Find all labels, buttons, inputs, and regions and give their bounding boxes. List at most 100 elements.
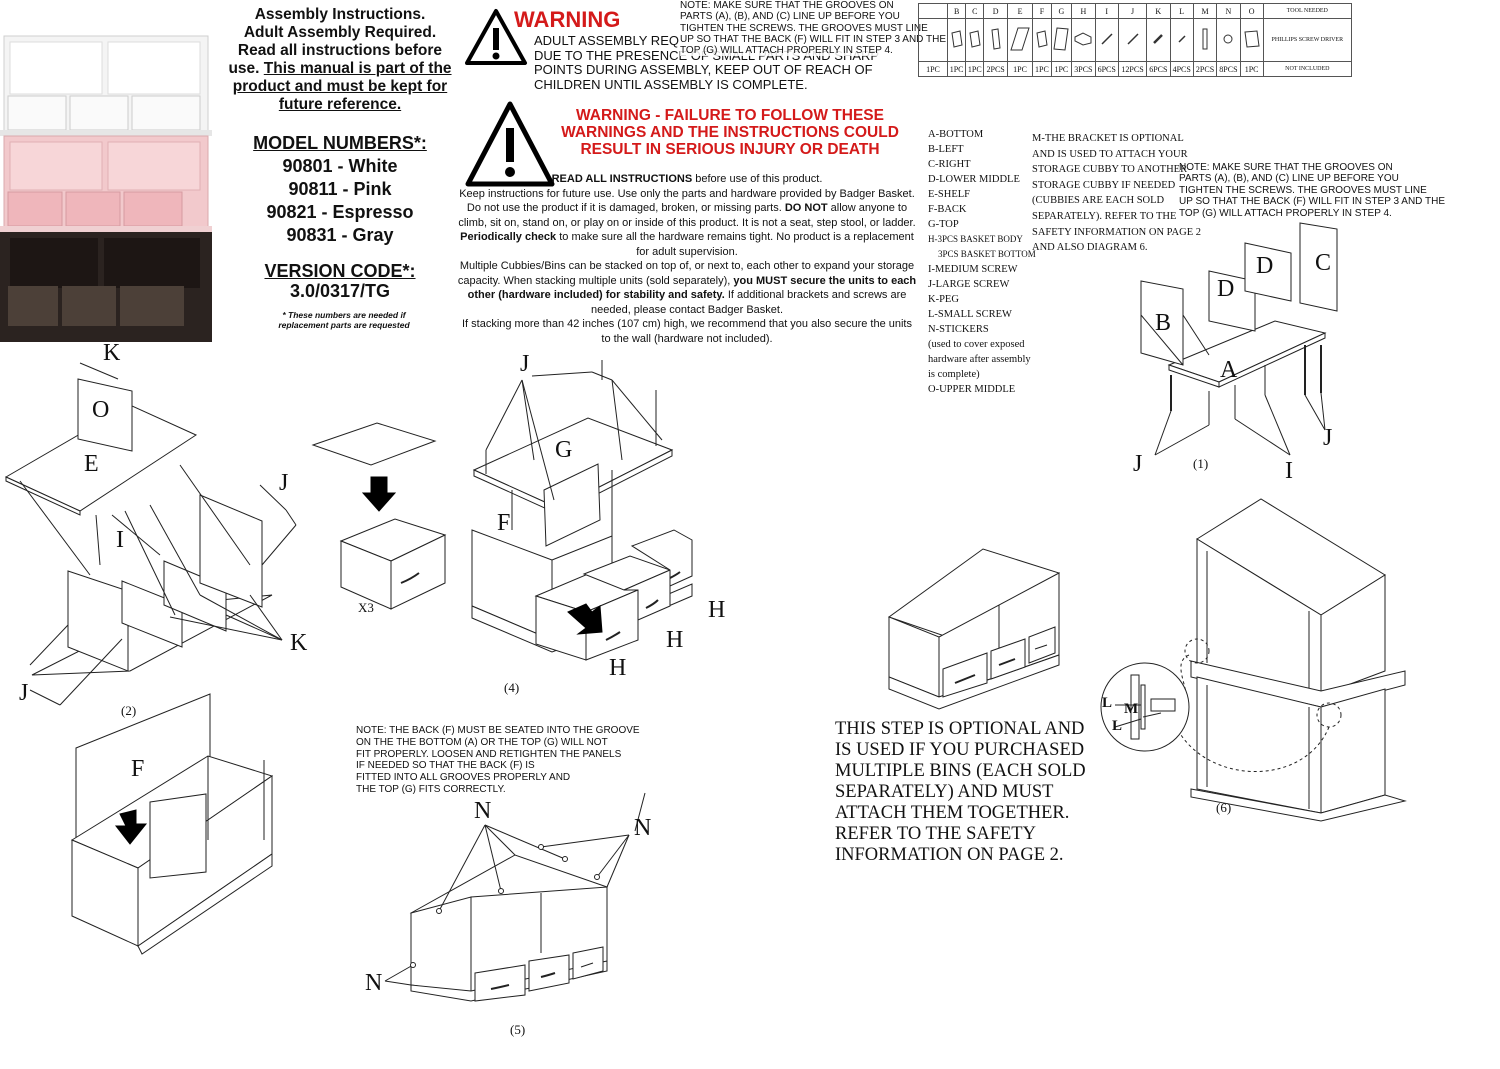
note-line: UP SO THAT THE BACK (F) WILL FIT IN STEP… [680, 33, 946, 45]
parts-list-item: A-BOTTOM [928, 129, 984, 140]
warning-line: POINTS DURING ASSEMBLY, KEEP OUT OF REAC… [534, 62, 873, 77]
parts-qty-row: 1PC 1PC 1PC 2PCS 1PC 1PC 1PC 3PCS 6PCS 1… [918, 61, 1353, 77]
safety-periodic: Periodically check [460, 231, 557, 243]
bracket-note-line: AND IS USED TO ATTACH YOUR [1032, 148, 1188, 160]
label-part-o: O [92, 397, 110, 423]
step-number: (5) [510, 1022, 526, 1037]
parts-letters-row: B C D E F G H I J K L M N O TOOL NEEDED [918, 3, 1353, 19]
note-grooves-right: NOTE: MAKE SURE THAT THE GROOVES ON PART… [1179, 162, 1449, 219]
warning-triangle-large-icon [464, 100, 556, 193]
model-block: MODEL NUMBERS*: 90801 - White 90811 - Pi… [216, 132, 464, 247]
safety-p4: Multiple Cubbies/Bins can be stacked on … [457, 260, 915, 287]
label-part-g: G [555, 437, 573, 463]
tool-label: PHILLIPS SCREW DRIVER [1262, 18, 1353, 62]
part-letter: B [946, 3, 967, 19]
safety-read-rest: before use of this product. [692, 173, 823, 185]
part-qty: 3PCS [1071, 61, 1096, 77]
parts-table: B C D E F G H I J K L M N O TOOL NEEDED [918, 3, 1353, 77]
model-number: 90811 - Pink [288, 179, 392, 199]
part-qty: 1PC [965, 61, 985, 77]
part-qty: 8PCS [1216, 61, 1241, 77]
arrow-down-icon [361, 476, 397, 512]
step-number: (1) [1193, 456, 1209, 471]
bracket-note-line: SEPARATELY). REFER TO THE [1032, 210, 1177, 222]
basket-icon [1071, 18, 1096, 62]
part-letter: O [1239, 3, 1264, 19]
part-letter: M [1192, 3, 1218, 19]
step-number: (2) [121, 703, 137, 718]
part-letter: I [1094, 3, 1119, 19]
note-line: PARTS (A), (B), AND (C) LINE UP BEFORE Y… [1179, 173, 1399, 185]
screw-icon [1094, 18, 1119, 62]
bracket-note-line: M-THE BRACKET IS OPTIONAL [1032, 133, 1184, 144]
label-part-j: J [279, 470, 289, 496]
parts-list-item: (used to cover exposed [928, 339, 1025, 350]
warning-failure-line: WARNINGS AND THE INSTRUCTIONS COULD [561, 124, 899, 141]
safety-must: you MUST secure the units to each other … [467, 274, 917, 302]
panel-icon [1006, 18, 1034, 62]
bracket-note-line: STORAGE CUBBY IF NEEDED [1032, 179, 1176, 191]
parts-list-item: O-UPPER MIDDLE [928, 384, 1016, 395]
safety-read: READ ALL INSTRUCTIONS [551, 173, 693, 185]
label-part-h: H [708, 597, 726, 623]
optional-step-line: SEPARATELY) AND MUST [835, 782, 1054, 802]
header-line: use. This manual is part of the [216, 60, 464, 78]
part-letter: K [1146, 3, 1171, 19]
part-letter: F [1032, 3, 1052, 19]
label-part-i: I [116, 527, 124, 553]
optional-step-text: THIS STEP IS OPTIONAL AND IS USED IF YOU… [835, 719, 1125, 866]
label-part-n: N [634, 815, 652, 841]
version-block: VERSION CODE*: 3.0/0317/TG [216, 261, 464, 301]
label-part-k: K [290, 630, 308, 656]
parts-list-item: L-SMALL SCREW [928, 309, 1012, 320]
label-part-k: K [103, 340, 121, 366]
header-line: Assembly Instructions. [254, 6, 426, 23]
bracket-icon [1192, 18, 1218, 62]
model-title: MODEL NUMBERS*: [253, 133, 427, 153]
header-line: product and must be kept for [232, 78, 448, 95]
part-qty: 12PCS [1117, 61, 1148, 77]
part-qty: 1PC [1006, 61, 1034, 77]
step5-diagram [384, 792, 646, 1002]
safety-p1: Keep instructions for future use. Use on… [459, 187, 915, 215]
panel-icon [1050, 18, 1073, 62]
parts-list-item: H-3PCS BASKET BODY [928, 234, 1023, 244]
version-code: 3.0/0317/TG [289, 281, 391, 301]
optional-step-line: MULTIPLE BINS (EACH SOLD [835, 761, 1086, 781]
part-qty: 2PCS [1192, 61, 1218, 77]
label-part-i: I [1285, 458, 1293, 484]
parts-list-item: N-STICKERS [928, 324, 989, 335]
part-qty: 1PC [946, 61, 967, 77]
note-line: NOTE: MAKE SURE THAT THE GROOVES ON [680, 0, 894, 11]
part-letter: C [965, 3, 985, 19]
step3-diagram [70, 693, 274, 955]
optional-step-line: IS USED IF YOU PURCHASED [835, 740, 1085, 760]
header-line: Read all instructions before [237, 42, 443, 59]
step-number: (6) [1216, 800, 1232, 815]
screw-icon [1117, 18, 1148, 62]
part-letter: G [1050, 3, 1073, 19]
part-letter: L [1169, 3, 1194, 19]
optional-step-line: THIS STEP IS OPTIONAL AND [835, 719, 1085, 739]
parts-list-item: I-MEDIUM SCREW [928, 264, 1018, 275]
arrow-left-icon [567, 603, 603, 635]
label-part-j: J [520, 351, 530, 377]
part-letter: H [1071, 3, 1096, 19]
part-letter: TOOL NEEDED [1262, 3, 1353, 19]
parts-list-item: is complete) [928, 369, 980, 380]
note-line: FIT PROPERLY. LOOSEN AND RETIGHTEN THE P… [356, 748, 622, 760]
part-qty: 6PCS [1094, 61, 1119, 77]
safety-p5: If additional brackets and screws are ne… [590, 289, 907, 316]
bracket-note-line: STORAGE CUBBY TO ANOTHER [1032, 164, 1188, 176]
optional-step-line: ATTACH THEM TOGETHER. [835, 803, 1070, 823]
peg-icon [1146, 18, 1171, 62]
part-qty: 4PCS [1169, 61, 1194, 77]
step1-diagram [1140, 222, 1338, 456]
header-use: use. [228, 60, 260, 77]
step-number: (4) [504, 680, 520, 695]
label-part-j: J [19, 680, 29, 706]
safety-text: READ ALL INSTRUCTIONS before use of this… [456, 172, 918, 346]
label-part-f: F [131, 756, 145, 782]
header-underlined: This manual is part of the [263, 60, 452, 77]
label-part-f: F [497, 510, 511, 536]
